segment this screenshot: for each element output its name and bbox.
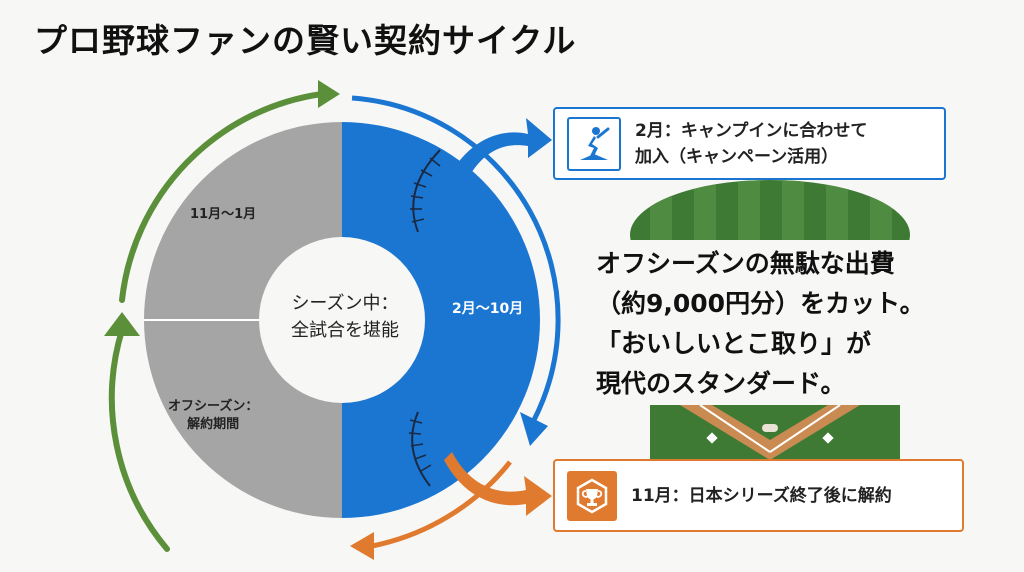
blue-season-arrowhead [520, 412, 548, 446]
segment-label-feb-oct: 2月〜10月 [452, 301, 524, 317]
message-line4: 現代のスタンダード。 [596, 369, 846, 398]
message-line1: オフシーズンの無駄な出費 [596, 249, 895, 278]
main-message: オフシーズンの無駄な出費 （約9,000円分）をカット。 「おいしいとこ取り」が… [596, 244, 925, 404]
join-swoosh-arrow [448, 118, 552, 190]
join-card: 2月：キャンプインに合わせて 加入（キャンペーン活用） [553, 107, 946, 180]
green-cycle-arrows [108, 91, 325, 552]
batter-icon [567, 116, 621, 171]
join-card-line1: 2月：キャンプインに合わせて [635, 120, 868, 141]
orange-cancel-arrowhead [350, 532, 374, 560]
segment-label-offseason-line1: オフシーズン： [168, 399, 259, 414]
center-label: シーズン中： 全試合を堪能 [265, 290, 425, 344]
field-top-decoration [630, 180, 910, 240]
segment-label-offseason: オフシーズン： 解約期間 [168, 398, 258, 434]
cancel-card: 11月：日本シリーズ終了後に解約 [553, 459, 964, 532]
cancel-swoosh-arrow [444, 452, 552, 516]
center-label-line2: 全試合を堪能 [291, 320, 399, 341]
field-bottom-decoration [650, 405, 900, 465]
segment-label-nov-jan: 11月〜1月 [190, 207, 257, 222]
orange-cancel-arc [371, 460, 512, 549]
offseason-segment-top [144, 122, 342, 320]
center-label-line1: シーズン中： [291, 293, 399, 314]
join-card-line2: 加入（キャンペーン活用） [635, 146, 839, 167]
message-line3: 「おいしいとこ取り」が [596, 329, 872, 358]
baseball-seam-decoration [408, 149, 441, 487]
message-line2: （約9,000円分）をカット。 [596, 289, 925, 318]
offseason-segment-bottom [144, 320, 342, 518]
season-segment [342, 122, 540, 518]
trophy-icon [567, 470, 617, 521]
join-card-text: 2月：キャンプインに合わせて 加入（キャンペーン活用） [635, 118, 867, 170]
blue-season-arrow [351, 95, 561, 422]
green-arrowheads [104, 80, 340, 336]
cancel-card-text: 11月：日本シリーズ終了後に解約 [631, 485, 892, 506]
page-title: プロ野球ファンの賢い契約サイクル [34, 21, 577, 60]
segment-label-offseason-line2: 解約期間 [187, 417, 240, 432]
